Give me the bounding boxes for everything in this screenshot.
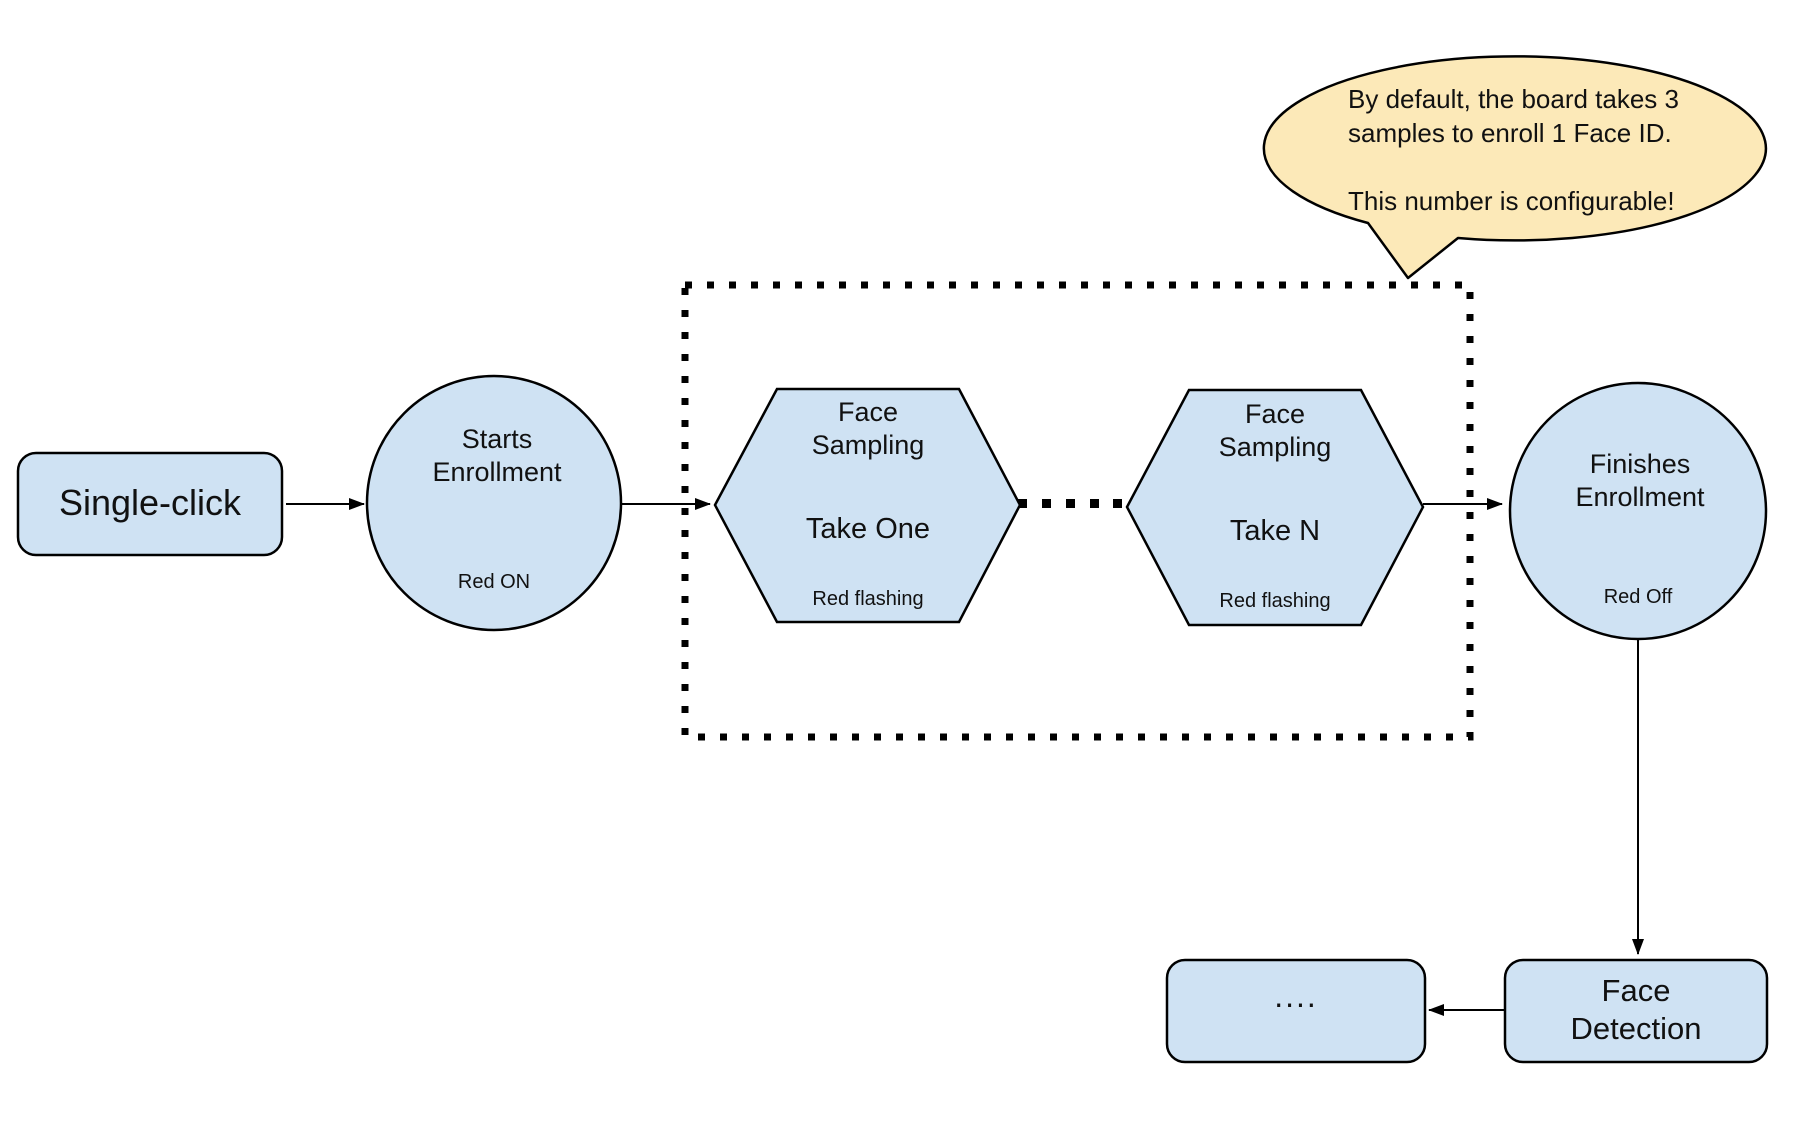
sampling-take-one-hexagon [713, 387, 1022, 624]
finishes-enrollment-status: Red Off [1603, 586, 1673, 608]
starts-enrollment-label: Starts Enrollment [432, 424, 562, 487]
callout-bubble [1262, 55, 1768, 280]
sampling-group-dotted-border [681, 281, 1474, 741]
continuation-node [1165, 958, 1427, 1064]
single-click-node [16, 451, 284, 557]
connector-dots [1018, 499, 1122, 508]
sampling-take-one-take: Take One [805, 513, 931, 545]
finishes-enrollment-label: Finishes Enrollment [1575, 449, 1705, 512]
sampling-take-n-take: Take N [1229, 515, 1321, 547]
sampling-take-n-hexagon [1125, 388, 1425, 627]
sampling-take-n-status: Red flashing [1219, 590, 1331, 612]
single-click-label: Single-click [58, 482, 242, 523]
face-detection-label: Face Detection [1570, 973, 1702, 1046]
starts-enrollment-status: Red ON [457, 571, 531, 593]
starts-enrollment-circle [365, 374, 623, 632]
finishes-enrollment-circle [1508, 381, 1768, 641]
callout-text: By default, the board takes 3 samples to… [1348, 84, 1679, 216]
sampling-take-one-status: Red flashing [812, 588, 924, 610]
face-detection-node [1503, 958, 1769, 1064]
sampling-take-one-label: Face Sampling [811, 397, 925, 460]
sampling-take-n-label: Face Sampling [1218, 399, 1332, 462]
continuation-label: .... [1274, 978, 1318, 1014]
